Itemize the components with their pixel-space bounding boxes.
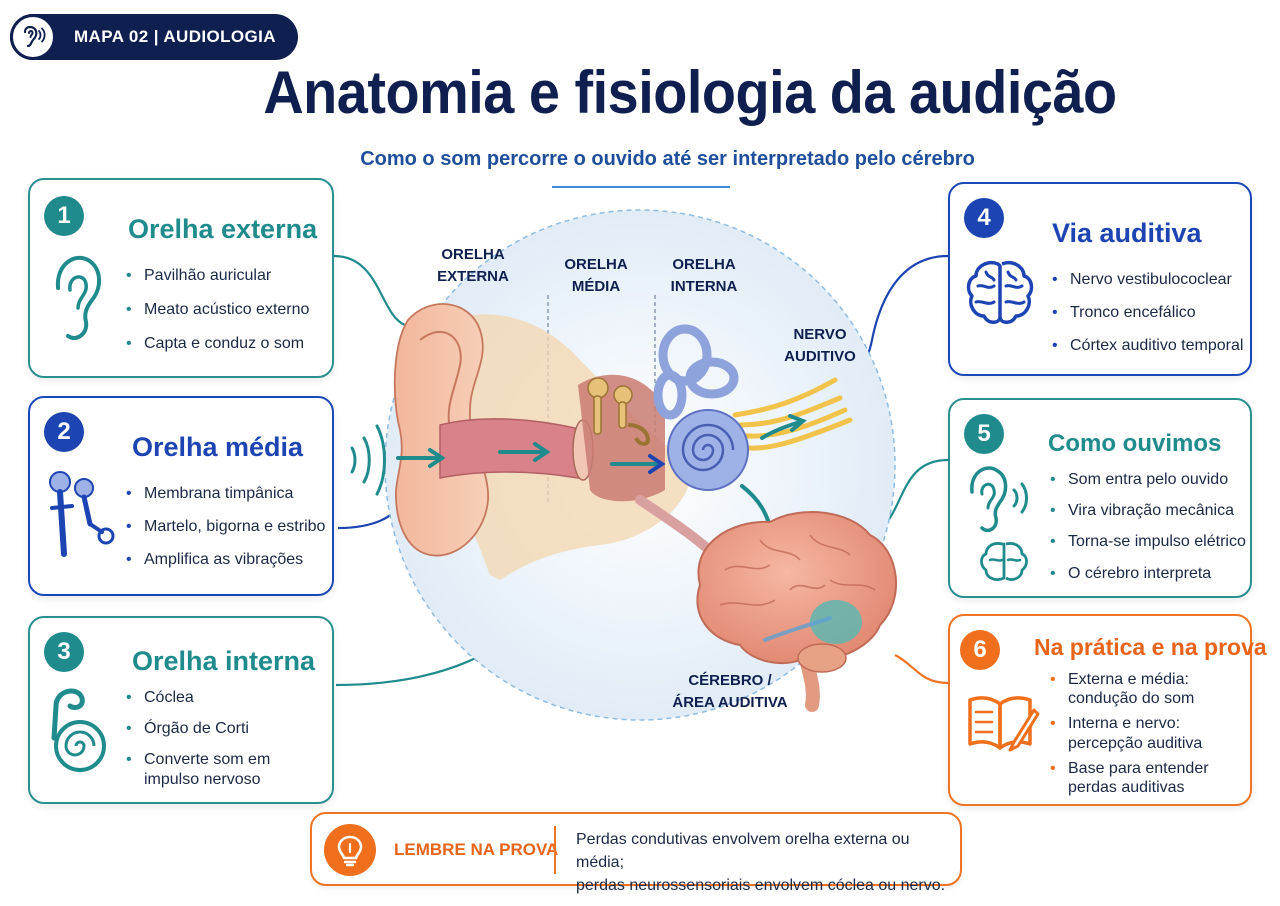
card-orelha-externa: 1 Orelha externa Pavilhão auricular Meat… bbox=[28, 178, 334, 378]
card-number: 2 bbox=[44, 412, 84, 452]
card-items: Pavilhão auricular Meato acústico extern… bbox=[126, 266, 309, 354]
card-title: Como ouvimos bbox=[1048, 430, 1222, 457]
card-item: Órgão de Corti bbox=[126, 719, 286, 738]
connector-card6 bbox=[894, 654, 949, 685]
card-via-auditiva: 4 Via auditiva Nervo vestibulococlear Tr… bbox=[948, 182, 1252, 376]
brain-icon bbox=[966, 261, 1034, 324]
card-item: Capta e conduz o som bbox=[126, 334, 309, 353]
cochlea bbox=[667, 409, 749, 491]
card-item: Torna-se impulso elétrico bbox=[1050, 532, 1246, 551]
ear-icon bbox=[10, 14, 56, 60]
map-badge: MAPA 02 | AUDIOLOGIA bbox=[10, 14, 298, 60]
card-item: Membrana timpânica bbox=[126, 484, 325, 503]
card-title: Orelha externa bbox=[128, 214, 318, 244]
label-cerebro: CÉREBRO /ÁREA AUDITIVA bbox=[672, 672, 788, 711]
ear-icon bbox=[55, 255, 101, 341]
sound-waves-icon bbox=[350, 424, 386, 496]
book-pencil-icon bbox=[968, 696, 1040, 752]
ear-brain-icon bbox=[970, 466, 1028, 581]
card-number: 4 bbox=[964, 198, 1004, 238]
lembre-na-prova-box: LEMBRE NA PROVA Perdas condutivas envolv… bbox=[310, 812, 962, 894]
card-items: Membrana timpânica Martelo, bigorna e es… bbox=[126, 484, 325, 570]
card-title: Na prática e na prova bbox=[1034, 634, 1267, 660]
lembre-line: Perdas condutivas envolvem orelha extern… bbox=[576, 831, 910, 872]
lembre-text: Perdas condutivas envolvem orelha extern… bbox=[576, 828, 960, 898]
card-item: Converte som em impulso nervoso bbox=[126, 750, 286, 788]
lembre-label: LEMBRE NA PROVA bbox=[394, 840, 559, 859]
card-item: Meato acústico externo bbox=[126, 300, 309, 319]
ossicles bbox=[587, 377, 651, 446]
card-item: Externa e média: condução do som bbox=[1050, 670, 1246, 708]
card-item: Nervo vestibulococlear bbox=[1052, 270, 1243, 289]
card-title: Orelha média bbox=[132, 432, 304, 462]
brain bbox=[696, 511, 897, 712]
card-items: Som entra pelo ouvido Vira vibração mecâ… bbox=[1050, 470, 1246, 583]
connector-card5 bbox=[884, 458, 949, 526]
lembre-divider bbox=[554, 826, 556, 874]
card-orelha-media: 2 Orelha média Membrana timpânica Martel… bbox=[28, 396, 334, 596]
card-item: Pavilhão auricular bbox=[126, 266, 309, 285]
card-item: O cérebro interpreta bbox=[1050, 564, 1246, 583]
card-title: Orelha interna bbox=[132, 646, 316, 676]
card-number: 6 bbox=[960, 630, 1000, 670]
card-items: Cóclea Órgão de Corti Converte som em im… bbox=[126, 688, 286, 789]
subtitle-underline bbox=[552, 186, 730, 188]
card-como-ouvimos: 5 Como ouvimos Som entra pelo ouvido Vir… bbox=[948, 398, 1252, 598]
card-items: Externa e média: condução do som Interna… bbox=[1050, 670, 1246, 797]
lightbulb-icon bbox=[324, 824, 376, 876]
connector-card1 bbox=[333, 254, 406, 327]
card-na-pratica: 6 Na prática e na prova Externa e média:… bbox=[948, 614, 1267, 806]
ear-canal bbox=[439, 418, 579, 479]
semicircular-canals bbox=[653, 324, 739, 420]
card-number: 5 bbox=[964, 414, 1004, 454]
badge-text: MAPA 02 | AUDIOLOGIA bbox=[74, 27, 276, 46]
page-title: Anatomia e fisiologia da audição bbox=[263, 59, 1117, 126]
card-title: Via auditiva bbox=[1052, 218, 1202, 248]
card-item: Som entra pelo ouvido bbox=[1050, 470, 1246, 489]
card-item: Base para entender perdas auditivas bbox=[1050, 759, 1246, 797]
card-item: Tronco encefálico bbox=[1052, 303, 1243, 322]
lembre-line: perdas neurossensoriais envolvem cóclea … bbox=[576, 877, 946, 895]
card-orelha-interna: 3 Orelha interna Cóclea Órgão de Corti C… bbox=[28, 616, 334, 804]
card-number: 3 bbox=[44, 632, 84, 672]
ossicles-icon bbox=[49, 471, 115, 557]
card-number: 1 bbox=[44, 196, 84, 236]
page-subtitle: Como o som percorre o ouvido até ser int… bbox=[360, 148, 975, 170]
card-item: Vira vibração mecânica bbox=[1050, 501, 1246, 520]
card-item: Interna e nervo: percepção auditiva bbox=[1050, 714, 1246, 752]
card-item: Martelo, bigorna e estribo bbox=[126, 517, 325, 536]
cochlea-icon bbox=[51, 688, 106, 772]
card-item: Amplifica as vibrações bbox=[126, 550, 325, 569]
card-item: Córtex auditivo temporal bbox=[1052, 336, 1243, 355]
card-item: Cóclea bbox=[126, 688, 286, 707]
card-items: Nervo vestibulococlear Tronco encefálico… bbox=[1052, 270, 1243, 356]
